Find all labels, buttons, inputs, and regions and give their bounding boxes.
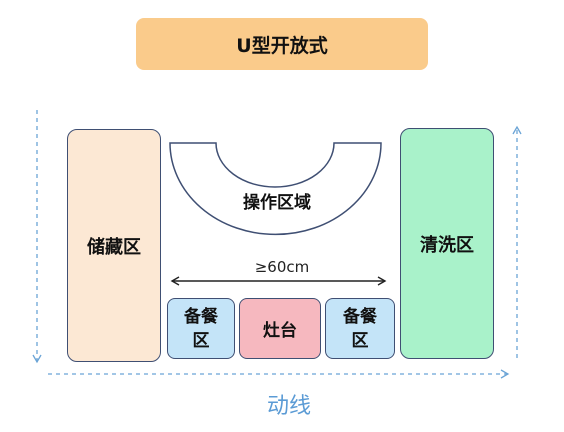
prep-zone-right: 备餐 区 <box>325 298 395 359</box>
wash-zone-label: 清洗区 <box>420 234 474 256</box>
operation-area-arc <box>169 142 382 236</box>
stove-zone-label: 灶台 <box>263 321 297 341</box>
operation-area-label: 操作区域 <box>243 192 311 213</box>
prep-zone-left: 备餐 区 <box>167 298 235 359</box>
wash-zone: 清洗区 <box>400 128 494 359</box>
prep-zone-right-label-line1: 备餐 <box>343 306 377 327</box>
prep-zone-left-label-line2: 区 <box>192 330 210 351</box>
diagram-title: U型开放式 <box>136 18 428 70</box>
prep-zone-left-label-line1: 备餐 <box>184 306 218 327</box>
storage-zone-label: 储藏区 <box>87 236 141 258</box>
flow-label: 动线 <box>266 394 311 419</box>
storage-zone: 储藏区 <box>67 129 161 362</box>
prep-zone-right-label-line2: 区 <box>351 330 369 351</box>
watermark <box>8 410 78 422</box>
stove-zone: 灶台 <box>239 298 321 359</box>
width-dimension-label: ≥60cm <box>254 258 310 276</box>
title-text: U型开放式 <box>236 34 328 57</box>
